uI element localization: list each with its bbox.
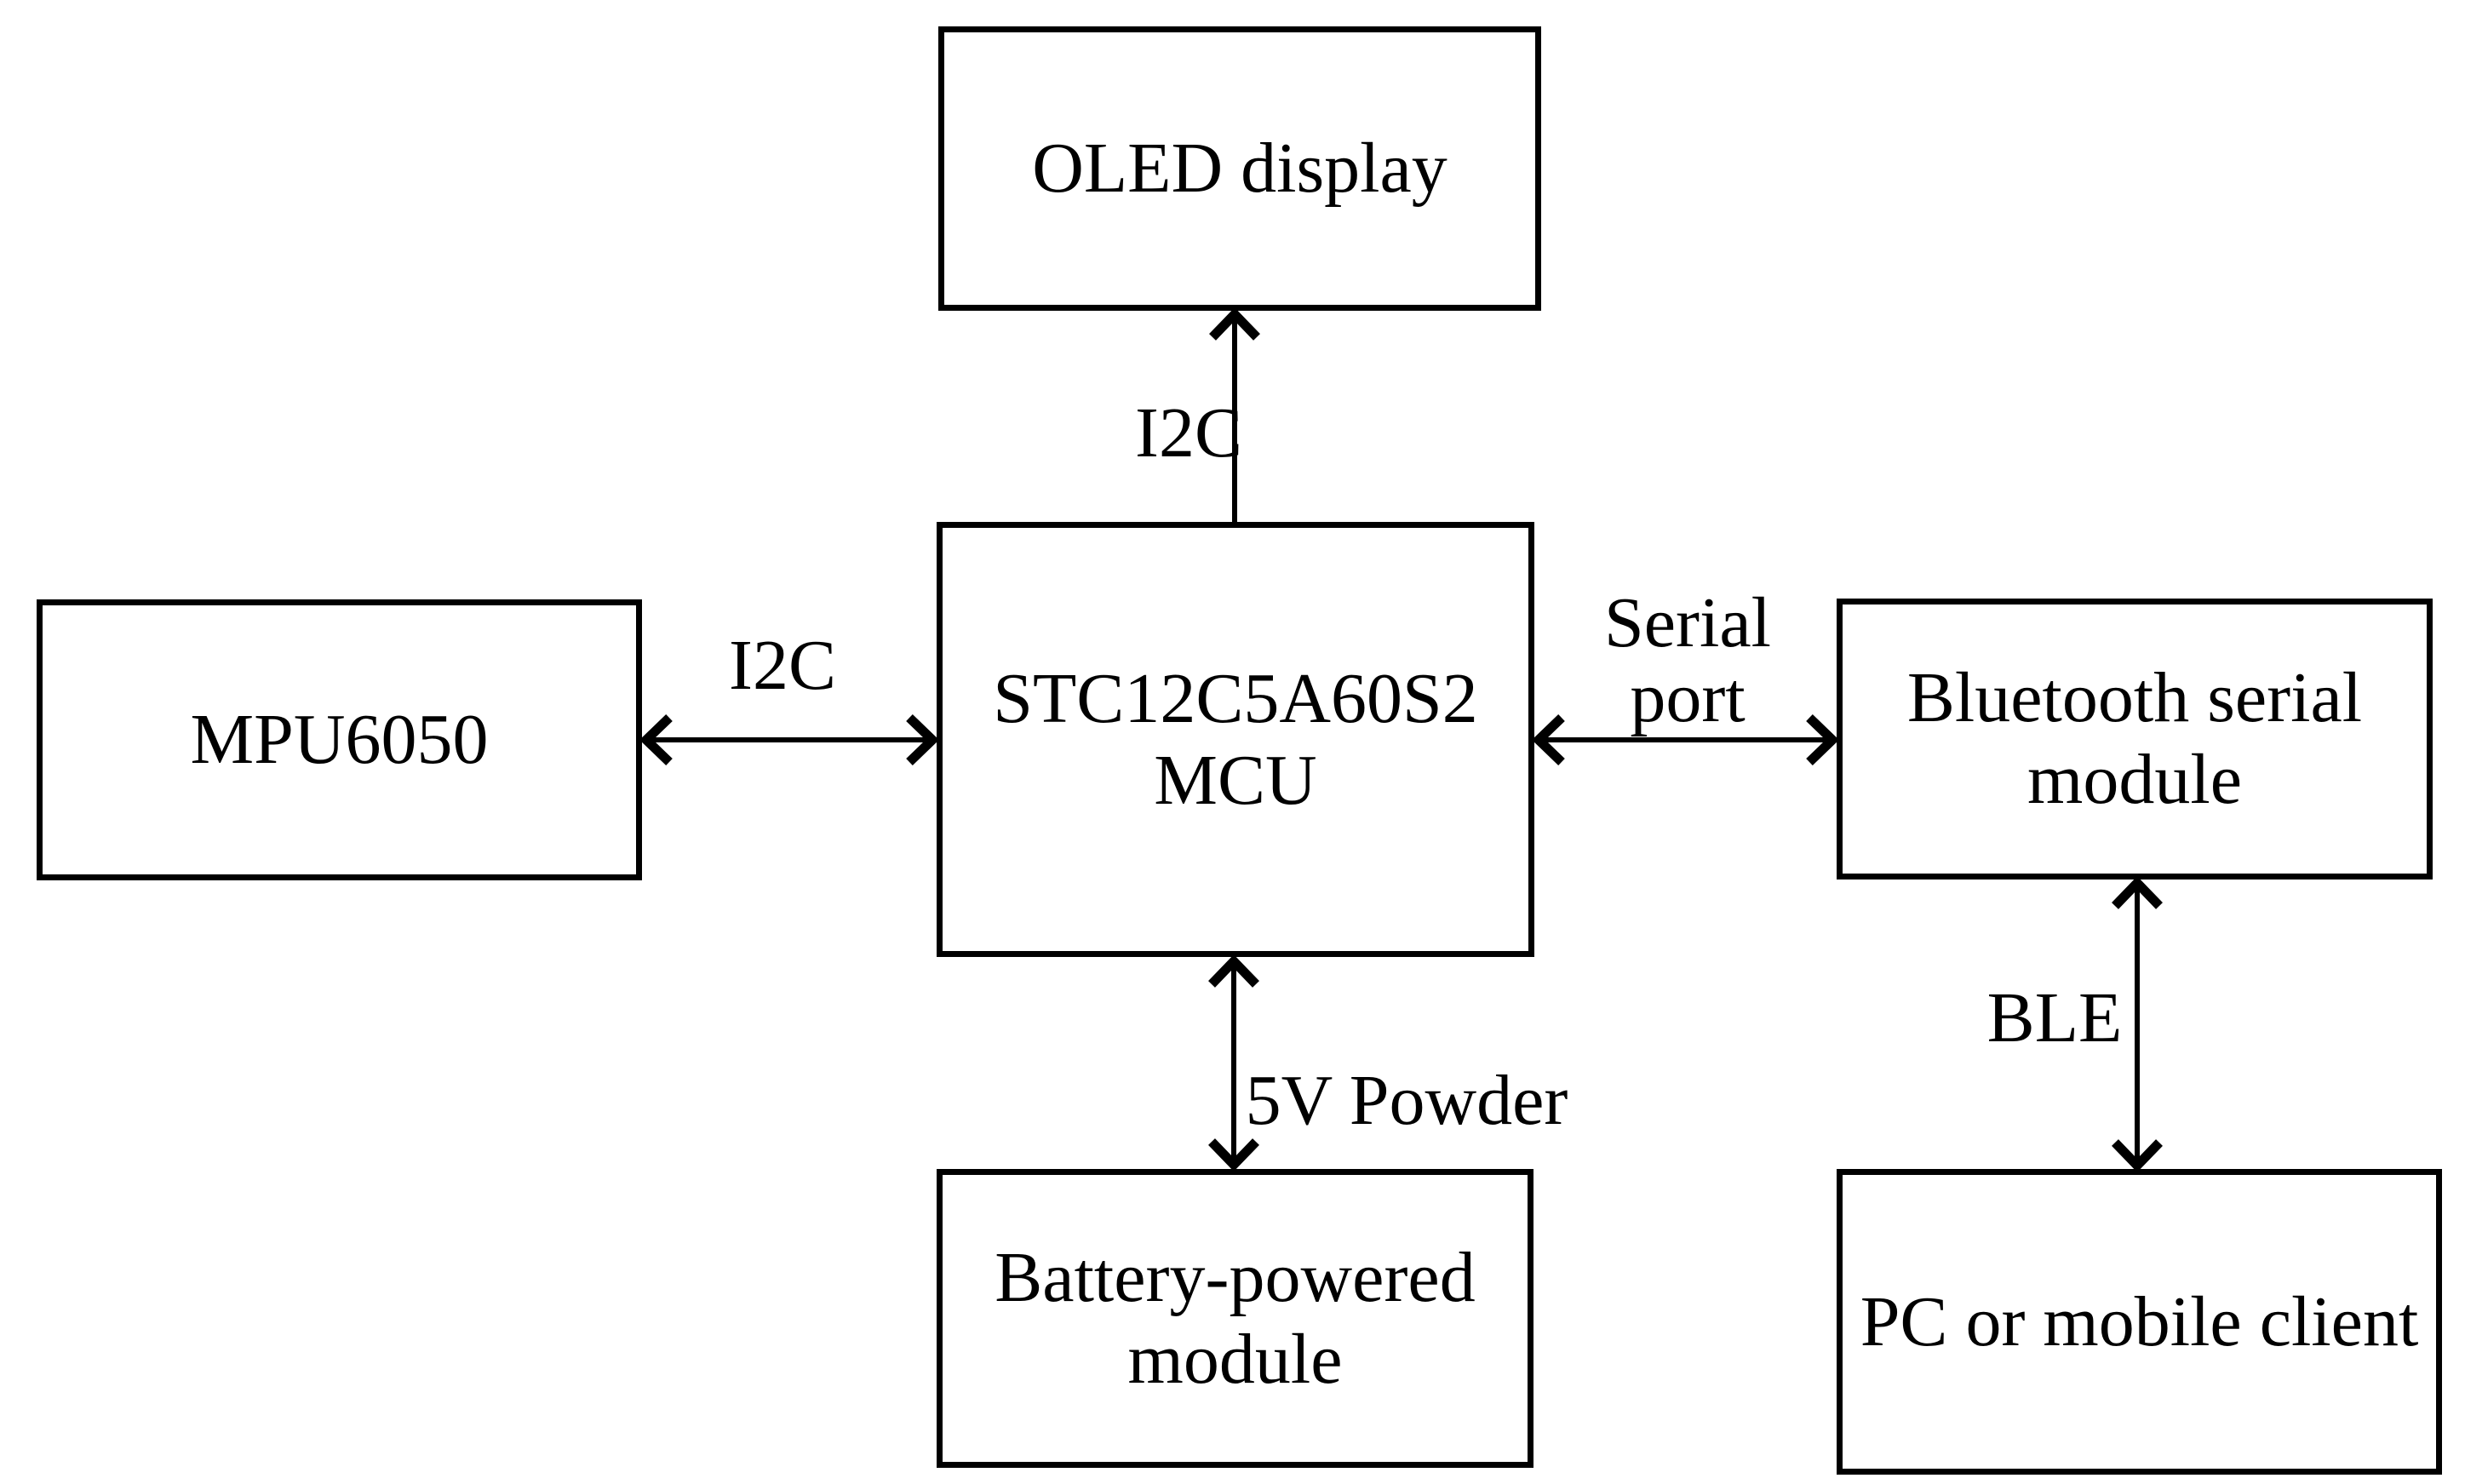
arrowhead-left-icon [639,714,673,765]
edge-label-serial-port: Serial port [1604,586,1771,736]
arrow-mpu-mcu [639,714,939,765]
arrowhead-right-icon [906,714,939,765]
edge-label-line: port [1630,658,1746,737]
arrowhead-down-icon [1208,1138,1259,1172]
arrow-mcu-battery [1208,954,1259,1172]
edge-label-i2c-display: I2C [1135,393,1242,473]
node-pc-client: PC or mobile client [1837,1169,2442,1475]
arrow-mcu-bluetooth [1532,714,1839,765]
edge-label-i2c-sensor: I2C [729,626,836,705]
arrowhead-up-icon [2112,876,2163,909]
edge-label-ble: BLE [1986,978,2123,1057]
node-mpu6050: MPU6050 [37,599,642,880]
node-label: module [1127,1319,1343,1399]
node-label: module [2027,740,2242,819]
edge-label-line: Serial [1604,583,1771,662]
node-oled-display: OLED display [938,26,1541,311]
node-label: Battery-powered [995,1237,1476,1317]
arrowhead-up-icon [1208,954,1259,988]
arrow-mcu-to-oled [1209,307,1260,522]
node-mcu: STC12C5A60S2 MCU [937,522,1534,957]
node-label: PC or mobile client [1860,1281,2419,1361]
node-label: STC12C5A60S2 [993,658,1478,738]
node-label: MPU6050 [190,700,489,779]
arrowhead-up-icon [1209,307,1260,341]
arrowhead-right-icon [1806,714,1839,765]
arrowhead-down-icon [2112,1139,2163,1172]
node-label: Bluetooth serial [1906,658,2363,737]
node-label: OLED display [1032,129,1447,208]
node-battery-module: Battery-powered module [937,1169,1533,1468]
node-label: MCU [1154,740,1317,820]
edge-label-5v-power: 5V Powder [1245,1061,1568,1140]
arrowhead-left-icon [1532,714,1565,765]
arrow-bluetooth-pc [2112,876,2163,1172]
node-bluetooth-module: Bluetooth serial module [1837,599,2433,880]
